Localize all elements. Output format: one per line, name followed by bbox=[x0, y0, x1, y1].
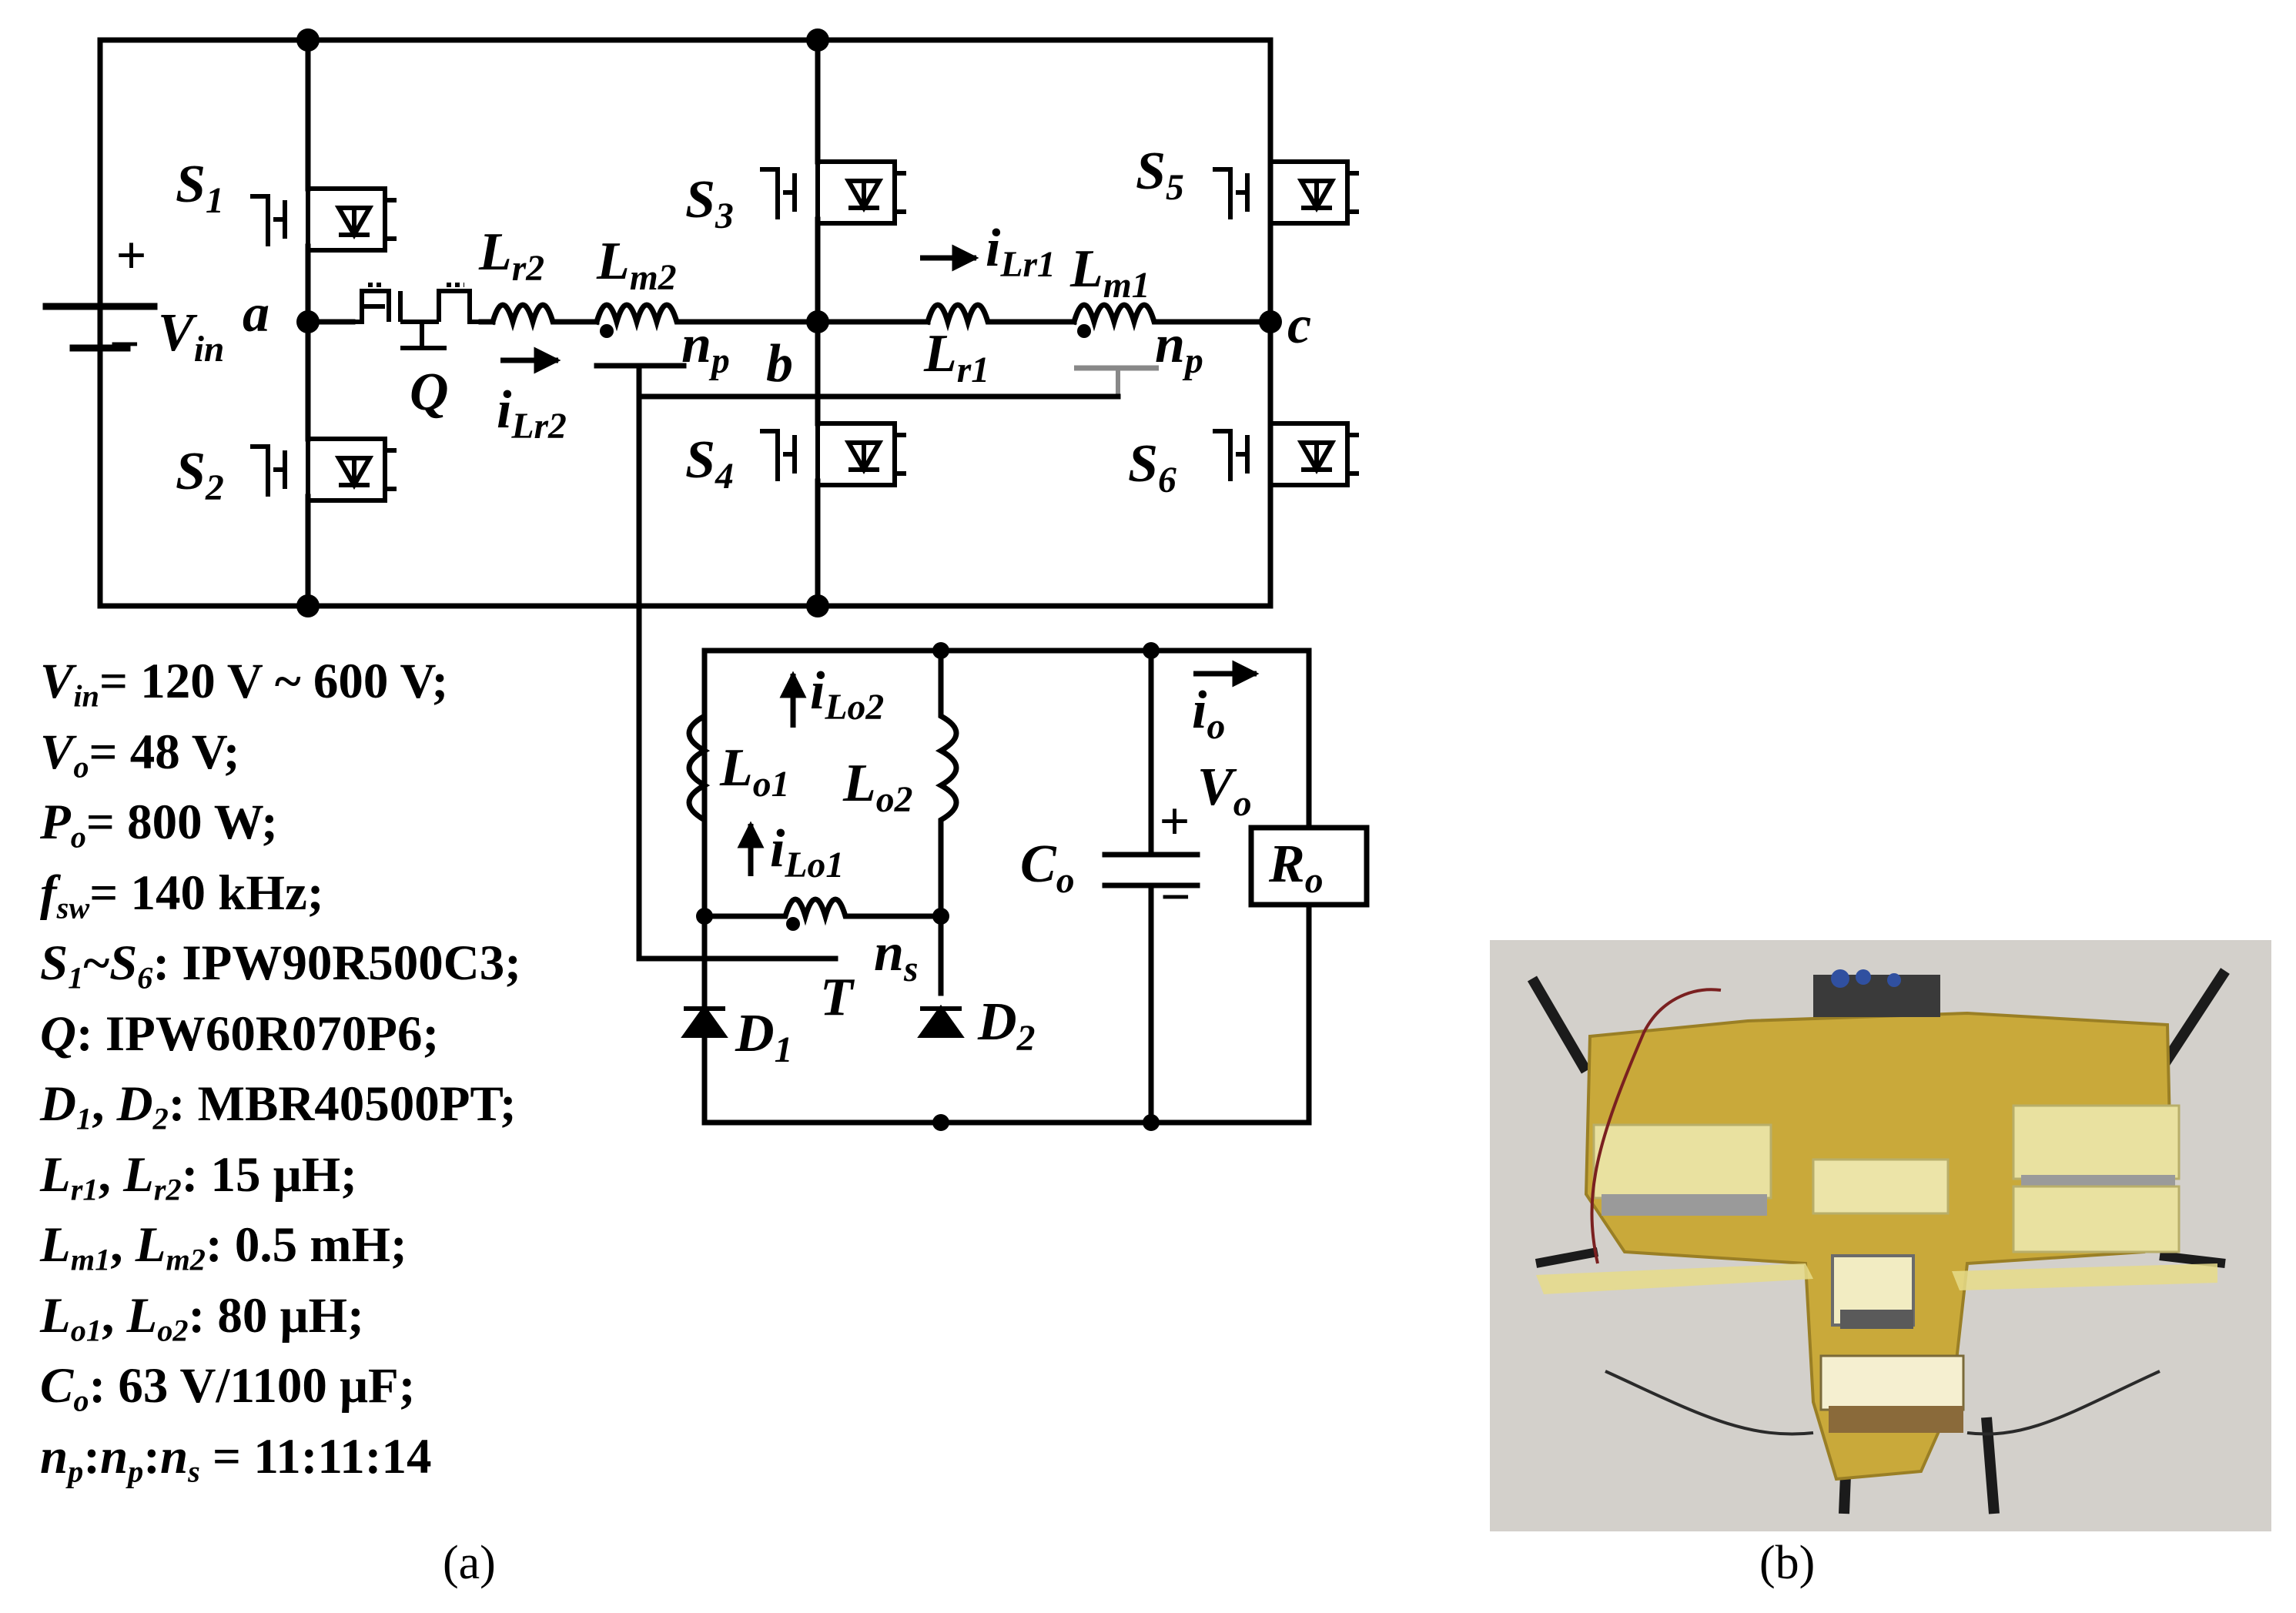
label-d1: D1 bbox=[735, 1004, 792, 1070]
switch-s5 bbox=[1213, 159, 1359, 226]
auxiliary-switch-q bbox=[353, 283, 481, 350]
label-minus-out: − bbox=[1159, 868, 1191, 927]
label-np-2: np bbox=[1155, 315, 1203, 381]
switch-s3 bbox=[760, 159, 906, 226]
label-lm1: Lm1 bbox=[1069, 239, 1150, 306]
label-s2: S2 bbox=[176, 442, 224, 508]
label-s1: S1 bbox=[176, 155, 224, 221]
label-lr1: Lr1 bbox=[923, 324, 989, 390]
parameter-row: Po= 800 W; bbox=[40, 795, 278, 855]
parameter-row: Lr1, Lr2: 15 μH; bbox=[40, 1146, 357, 1206]
parameter-row: S1~S6: IPW90R500C3; bbox=[40, 935, 521, 996]
label-co: Co bbox=[1020, 835, 1075, 901]
label-q: Q bbox=[410, 363, 449, 422]
switch-s2 bbox=[250, 437, 397, 503]
label-ilo1: iLo1 bbox=[770, 819, 844, 885]
capacitor-co bbox=[1102, 648, 1200, 1126]
label-lo1: Lo1 bbox=[719, 738, 789, 805]
diode-d2 bbox=[917, 1004, 965, 1038]
label-lr2: Lr2 bbox=[478, 223, 544, 289]
switch-s1 bbox=[250, 186, 397, 253]
label-minus-in: − bbox=[108, 315, 140, 374]
label-ilr1: iLr1 bbox=[986, 219, 1056, 285]
caption-a: (a) bbox=[443, 1537, 496, 1589]
input-source bbox=[42, 37, 158, 609]
label-io: io bbox=[1192, 681, 1225, 747]
parameter-row: Vo= 48 V; bbox=[40, 724, 240, 784]
parameter-row: Vin= 120 V ~ 600 V; bbox=[40, 654, 449, 714]
label-ro: Ro bbox=[1268, 835, 1324, 901]
diode-d1 bbox=[681, 1004, 728, 1038]
label-lm2: Lm2 bbox=[596, 232, 677, 298]
switch-s6 bbox=[1213, 421, 1359, 487]
label-lo2: Lo2 bbox=[842, 754, 912, 820]
inductor-lm2 bbox=[593, 302, 821, 332]
label-node-b: b bbox=[766, 334, 793, 393]
parameter-row: fsw= 140 kHz; bbox=[40, 865, 324, 925]
label-d2: D2 bbox=[977, 992, 1035, 1059]
branch-c bbox=[815, 244, 1274, 397]
label-ns: ns bbox=[874, 923, 918, 989]
transformer-ns bbox=[701, 896, 944, 926]
label-plus-in: + bbox=[115, 226, 146, 286]
prototype-photo-drawing bbox=[1527, 968, 2230, 1514]
leg-a bbox=[250, 37, 397, 609]
label-s4: S4 bbox=[685, 430, 734, 497]
parameter-list: Vin= 120 V ~ 600 V; Vo= 48 V; Po= 800 W; fs… bbox=[40, 647, 671, 1492]
label-vin: Vin bbox=[158, 303, 224, 370]
label-t: T bbox=[820, 968, 855, 1027]
parameter-row: np:np:ns = 11:11:14 bbox=[40, 1428, 432, 1488]
output-stage bbox=[681, 648, 1370, 1126]
inductor-lo2 bbox=[935, 648, 959, 996]
label-node-a: a bbox=[243, 284, 269, 343]
parameter-row: Co: 63 V/1100 μF; bbox=[40, 1358, 416, 1418]
label-s3: S3 bbox=[685, 170, 734, 236]
switch-s4 bbox=[760, 421, 906, 487]
resistor-ro bbox=[1248, 648, 1370, 1126]
label-node-c: c bbox=[1287, 296, 1311, 355]
inductor-lo1 bbox=[686, 648, 711, 996]
label-ilr2: iLr2 bbox=[497, 380, 567, 447]
inductor-lr1 bbox=[924, 302, 1077, 332]
label-vo: Vo bbox=[1197, 758, 1252, 824]
label-plus-out: + bbox=[1159, 792, 1190, 852]
parameter-row: D1, D2: MBR40500PT; bbox=[40, 1076, 517, 1136]
caption-b: (b) bbox=[1759, 1537, 1816, 1589]
label-s5: S5 bbox=[1136, 142, 1184, 208]
inductor-lr2 bbox=[489, 302, 600, 332]
parameter-row: Lo1, Lo2: 80 μH; bbox=[40, 1287, 364, 1347]
prototype-photo bbox=[1490, 940, 2271, 1531]
junction-dots bbox=[296, 28, 1282, 1131]
label-np-1: np bbox=[681, 315, 730, 381]
coupling-lines bbox=[636, 363, 1121, 962]
label-s6: S6 bbox=[1128, 434, 1176, 500]
label-ilo2: iLo2 bbox=[810, 661, 884, 728]
parameter-row: Lm1, Lm2: 0.5 mH; bbox=[40, 1217, 407, 1277]
inductor-lm1 bbox=[1070, 302, 1274, 332]
parameter-row: Q: IPW60R070P6; bbox=[40, 1006, 440, 1062]
branch-a bbox=[305, 283, 821, 374]
